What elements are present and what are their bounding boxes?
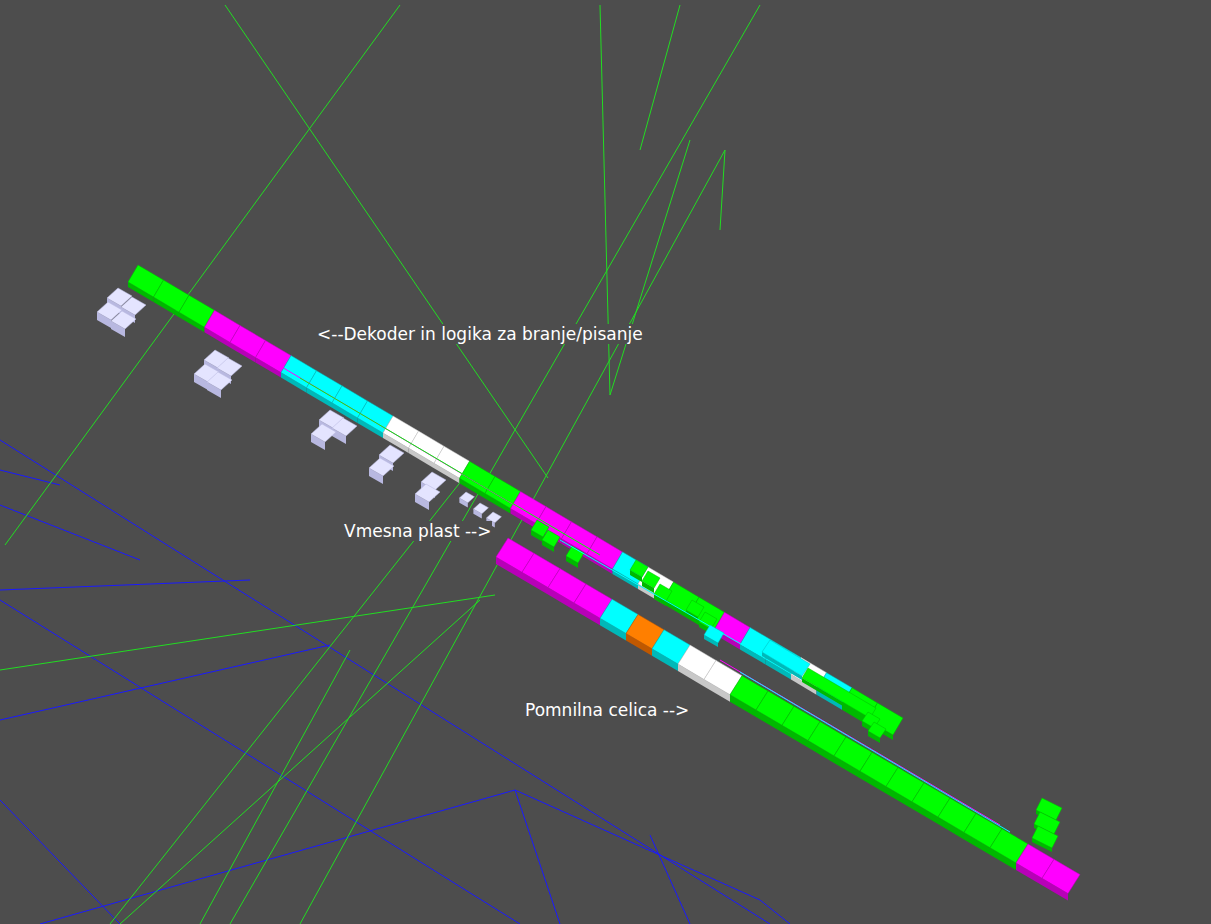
block [207,372,232,398]
block-top [111,311,136,329]
block [542,530,560,552]
block-top [704,625,724,643]
wire [560,540,760,655]
block-top [1032,826,1058,848]
block-top [207,372,232,390]
block [459,492,474,508]
block-top [311,424,336,442]
annotation-label: Pomnilna celica --> [524,700,690,720]
block-top [542,530,560,547]
block-top [868,722,886,738]
block-top [459,492,474,503]
block [311,424,336,450]
block [415,484,440,510]
block-top [642,571,660,588]
block-top [332,418,357,436]
block-top [1042,859,1080,893]
block [802,668,876,722]
annotation-label: Vmesna plast --> [343,521,492,541]
block-top [654,584,672,601]
block-top [415,484,440,502]
block [762,640,810,680]
block-top [802,668,876,718]
wire [300,378,600,555]
block [566,546,584,568]
block [369,458,394,484]
block [1032,826,1058,852]
block-top [762,640,810,676]
annotation-label: <--Dekoder in logika za branje/pisanje [316,324,644,344]
block [1042,859,1080,900]
block-top [369,458,394,476]
wireframe-green [0,5,760,924]
block [473,503,488,519]
wire [740,672,1010,832]
block [332,418,357,444]
circuit-blocks [97,265,1080,901]
block [111,311,136,337]
block-top [630,560,648,577]
wireframe-blue [0,440,790,924]
block-top [473,503,488,514]
block [868,722,886,743]
block-top [699,612,717,629]
